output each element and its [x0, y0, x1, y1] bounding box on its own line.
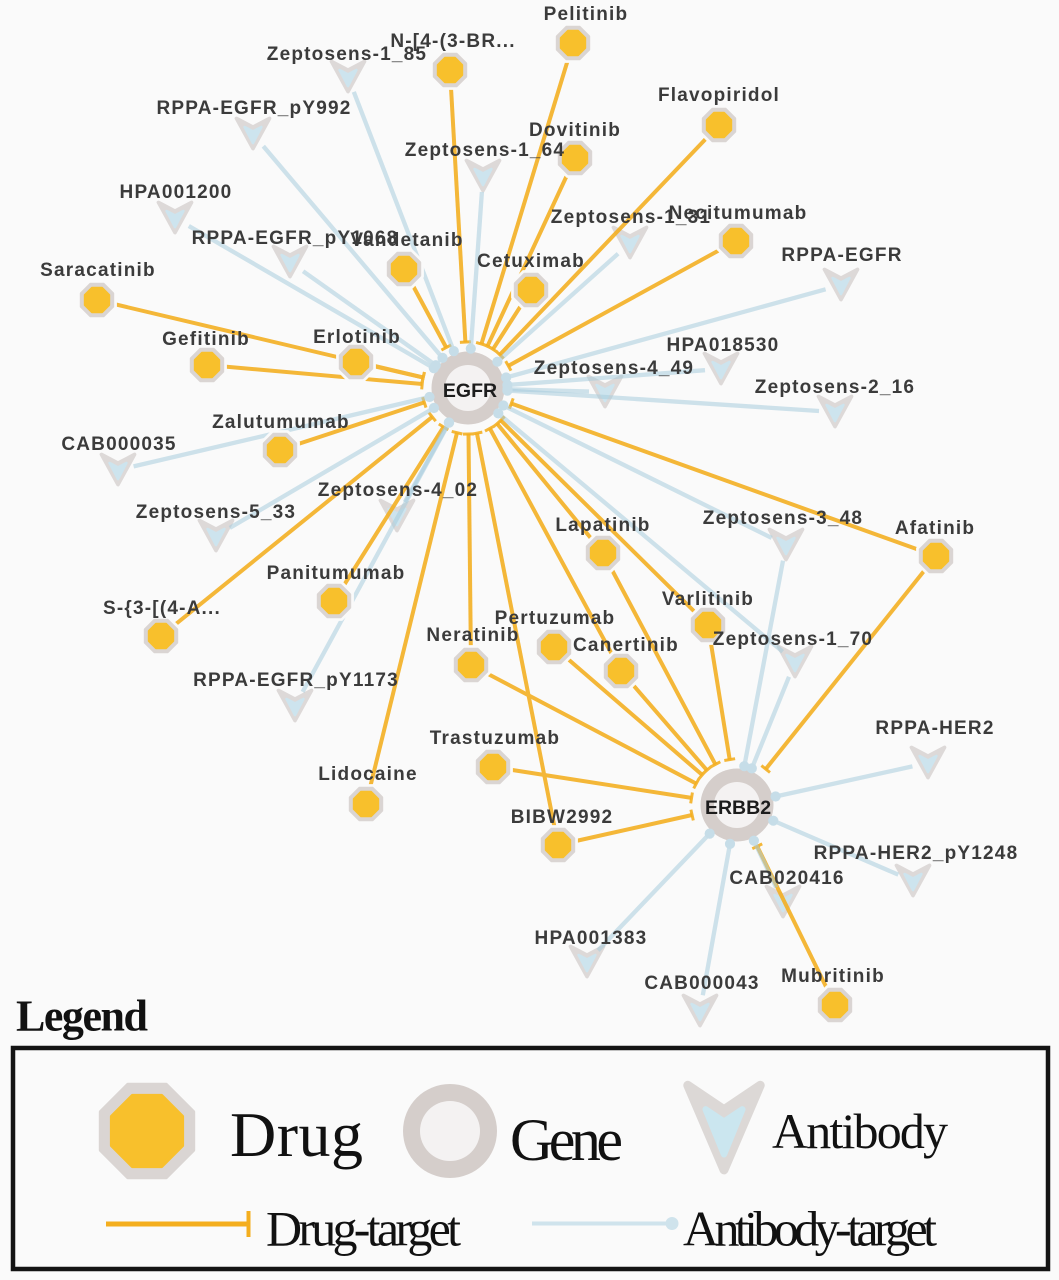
svg-text:Gene: Gene: [510, 1107, 623, 1173]
svg-text:Zeptosens-1_64: Zeptosens-1_64: [405, 140, 565, 161]
svg-text:HPA018530: HPA018530: [667, 335, 780, 356]
svg-text:Neratinib: Neratinib: [426, 625, 519, 646]
svg-text:Zalutumumab: Zalutumumab: [212, 412, 350, 433]
svg-text:Zeptosens-3_48: Zeptosens-3_48: [703, 508, 863, 529]
svg-text:Antibody-target: Antibody-target: [683, 1201, 937, 1257]
svg-text:CAB000035: CAB000035: [61, 434, 176, 455]
svg-text:ERBB2: ERBB2: [705, 797, 771, 819]
svg-text:Zeptosens-4_02: Zeptosens-4_02: [318, 480, 478, 501]
svg-text:Panitumumab: Panitumumab: [267, 563, 406, 584]
svg-text:Dovitinib: Dovitinib: [529, 120, 621, 141]
svg-text:CAB000043: CAB000043: [644, 973, 759, 994]
svg-text:Legend: Legend: [16, 992, 148, 1041]
svg-text:Zeptosens-5_33: Zeptosens-5_33: [136, 502, 296, 523]
svg-text:BIBW2992: BIBW2992: [511, 807, 614, 828]
svg-text:CAB020416: CAB020416: [729, 868, 844, 889]
svg-text:RPPA-EGFR_pY992: RPPA-EGFR_pY992: [156, 98, 351, 119]
svg-text:EGFR: EGFR: [443, 380, 497, 402]
svg-text:Flavopiridol: Flavopiridol: [658, 85, 780, 106]
svg-text:Lapatinib: Lapatinib: [555, 515, 650, 536]
svg-text:Zeptosens-1_85: Zeptosens-1_85: [267, 44, 427, 65]
svg-text:Mubritinib: Mubritinib: [781, 966, 885, 987]
svg-text:RPPA-EGFR_pY1173: RPPA-EGFR_pY1173: [193, 670, 399, 691]
svg-text:Necitumumab: Necitumumab: [669, 203, 808, 224]
svg-text:Trastuzumab: Trastuzumab: [430, 728, 560, 749]
svg-text:Drug-target: Drug-target: [266, 1201, 461, 1257]
svg-text:RPPA-HER2_pY1248: RPPA-HER2_pY1248: [814, 843, 1019, 864]
svg-text:Zeptosens-2_16: Zeptosens-2_16: [755, 377, 915, 398]
svg-text:RPPA-EGFR_pY1068: RPPA-EGFR_pY1068: [192, 228, 399, 249]
svg-text:RPPA-EGFR: RPPA-EGFR: [781, 245, 902, 266]
svg-text:Zeptosens-1_31: Zeptosens-1_31: [551, 207, 711, 228]
svg-text:Varlitinib: Varlitinib: [662, 589, 754, 610]
svg-text:Canertinib: Canertinib: [573, 635, 679, 656]
svg-text:Antibody: Antibody: [772, 1103, 948, 1159]
svg-text:N-[4-(3-BR...: N-[4-(3-BR...: [390, 31, 515, 52]
svg-text:Drug: Drug: [230, 1099, 363, 1170]
svg-text:RPPA-HER2: RPPA-HER2: [875, 718, 994, 739]
svg-text:Gefitinib: Gefitinib: [162, 329, 250, 350]
svg-text:HPA001383: HPA001383: [535, 928, 648, 949]
svg-text:Cetuximab: Cetuximab: [477, 251, 585, 272]
svg-text:Zeptosens-4_49: Zeptosens-4_49: [534, 358, 694, 379]
svg-text:Afatinib: Afatinib: [895, 518, 975, 539]
svg-text:Pertuzumab: Pertuzumab: [495, 608, 616, 629]
svg-text:S-{3-[(4-A...: S-{3-[(4-A...: [103, 598, 221, 619]
svg-text:Zeptosens-1_70: Zeptosens-1_70: [713, 629, 873, 650]
svg-text:Lidocaine: Lidocaine: [318, 764, 417, 785]
svg-text:Erlotinib: Erlotinib: [313, 327, 401, 348]
svg-text:Pelitinib: Pelitinib: [544, 4, 629, 25]
svg-text:Saracatinib: Saracatinib: [40, 260, 156, 281]
svg-text:Vandetanib: Vandetanib: [350, 230, 463, 251]
svg-text:HPA001200: HPA001200: [120, 182, 233, 203]
